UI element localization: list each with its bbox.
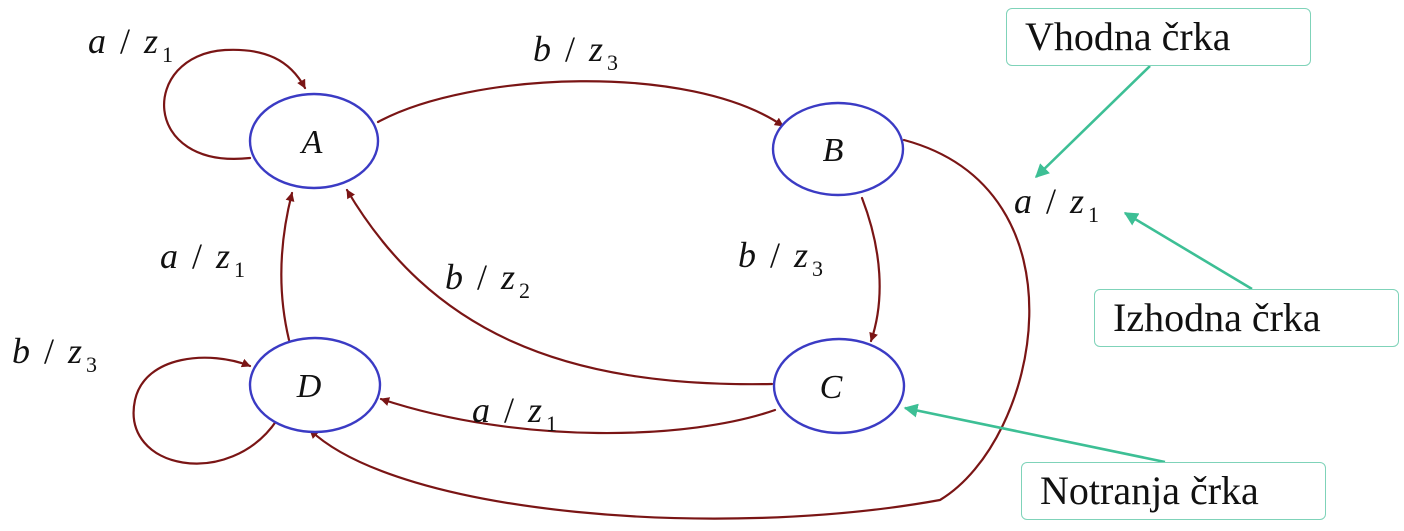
state-c-label: C [820, 369, 843, 406]
callout-arrow-internal [903, 403, 1166, 464]
edge-a-to-b [376, 80, 785, 128]
edge-c-to-d [379, 397, 777, 435]
callout-arrow-output [1123, 211, 1253, 291]
callout-output-letter: Izhodna črka [1094, 289, 1399, 347]
edge-c-to-a [345, 188, 774, 386]
state-d: D [248, 336, 382, 434]
state-a: A [248, 92, 380, 190]
callout-input-letter: Vhodna črka [1006, 8, 1311, 66]
state-d-label: D [296, 368, 322, 405]
state-b: B [771, 101, 905, 197]
callout-internal-letter: Notranja črka [1021, 462, 1326, 520]
state-b-label: B [823, 132, 844, 169]
edge-a-loop [163, 48, 307, 160]
edge-b-to-d [308, 138, 1031, 520]
callout-arrow-input [1034, 65, 1151, 178]
state-c: C [772, 337, 906, 435]
edge-d-to-a [280, 191, 295, 342]
edge-d-loop [132, 356, 279, 465]
state-a-label: A [300, 124, 323, 161]
edge-b-to-c [860, 196, 881, 343]
